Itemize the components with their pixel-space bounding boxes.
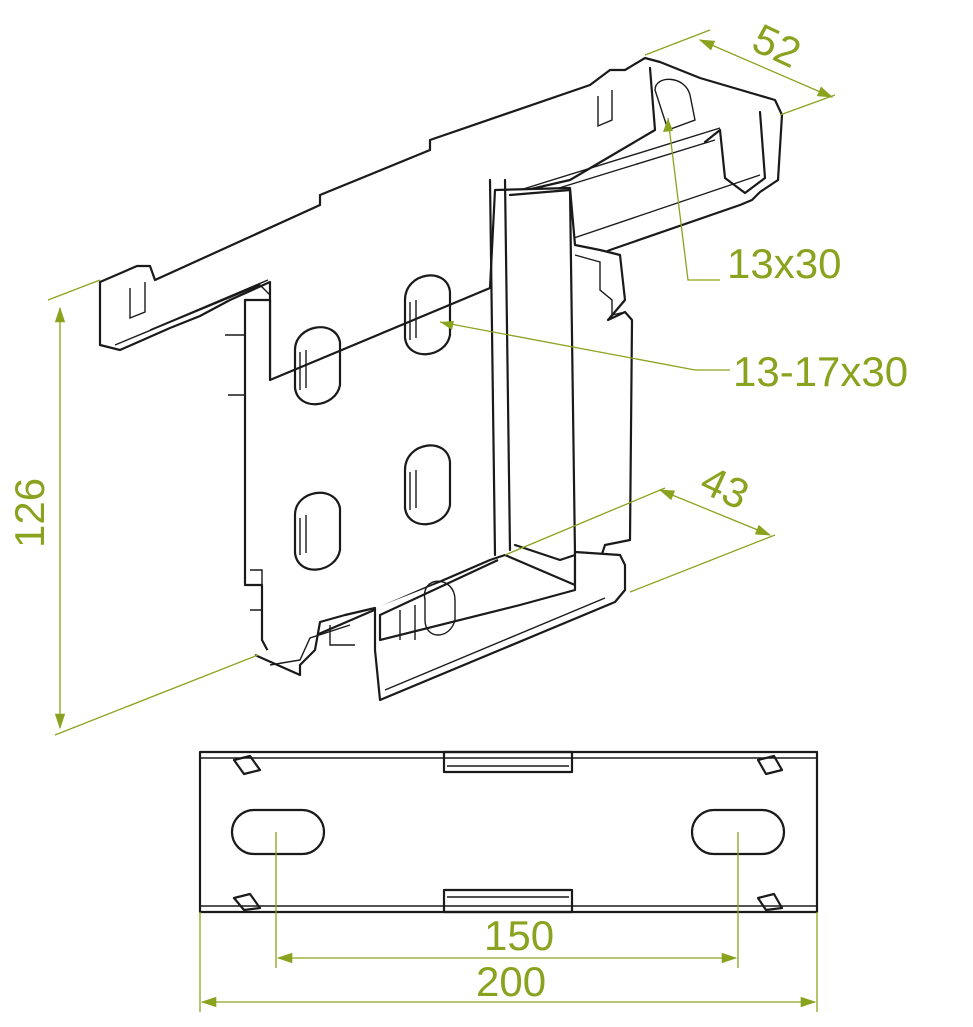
bracket-bottom-channel: [254, 550, 627, 702]
hole-lower-right: [403, 444, 452, 526]
dimension-150-label: 150: [484, 912, 554, 959]
dimension-43-label: 43: [694, 456, 756, 518]
bracket-isometric-view: [98, 56, 784, 702]
label-13-17x30: 13-17x30: [733, 348, 908, 395]
leader-13-17x30: [439, 321, 730, 371]
base-tab-top: [442, 750, 574, 774]
dimension-43-line: [658, 489, 772, 536]
dimension-200-label: 200: [476, 958, 546, 1005]
bottom-channel-hole: [423, 580, 456, 636]
base-plate-outline: [198, 750, 819, 914]
front-plate-fold: [488, 178, 512, 557]
dimension-126-label: 126: [6, 478, 53, 548]
dimension-52-line: [698, 39, 834, 98]
bracket-bottom-view: [198, 750, 819, 914]
base-corner-slots: [232, 754, 784, 912]
hole-upper-right: [403, 274, 452, 356]
top-u-slot: [654, 78, 696, 131]
dimension-52-label: 52: [746, 15, 808, 77]
side-wall-notch: [574, 254, 626, 316]
hole-upper-left: [293, 326, 342, 406]
base-slot-left: [230, 808, 326, 856]
dimensions-bottom-view: 150 200: [199, 832, 818, 1012]
front-plate-holes: [293, 274, 452, 571]
leader-13x30: [667, 117, 720, 281]
bracket-top-inner-edge: [114, 279, 271, 346]
top-wall-slot-left: [129, 282, 146, 320]
right-wall-outer-edge: [703, 110, 767, 195]
left-tab-detail: [225, 334, 263, 611]
label-13x30: 13x30: [727, 240, 841, 287]
bottom-channel-flange: [329, 605, 416, 646]
hole-lower-left: [293, 491, 342, 571]
base-tab-bottom: [442, 888, 574, 914]
top-wall-slot-right: [597, 90, 613, 128]
